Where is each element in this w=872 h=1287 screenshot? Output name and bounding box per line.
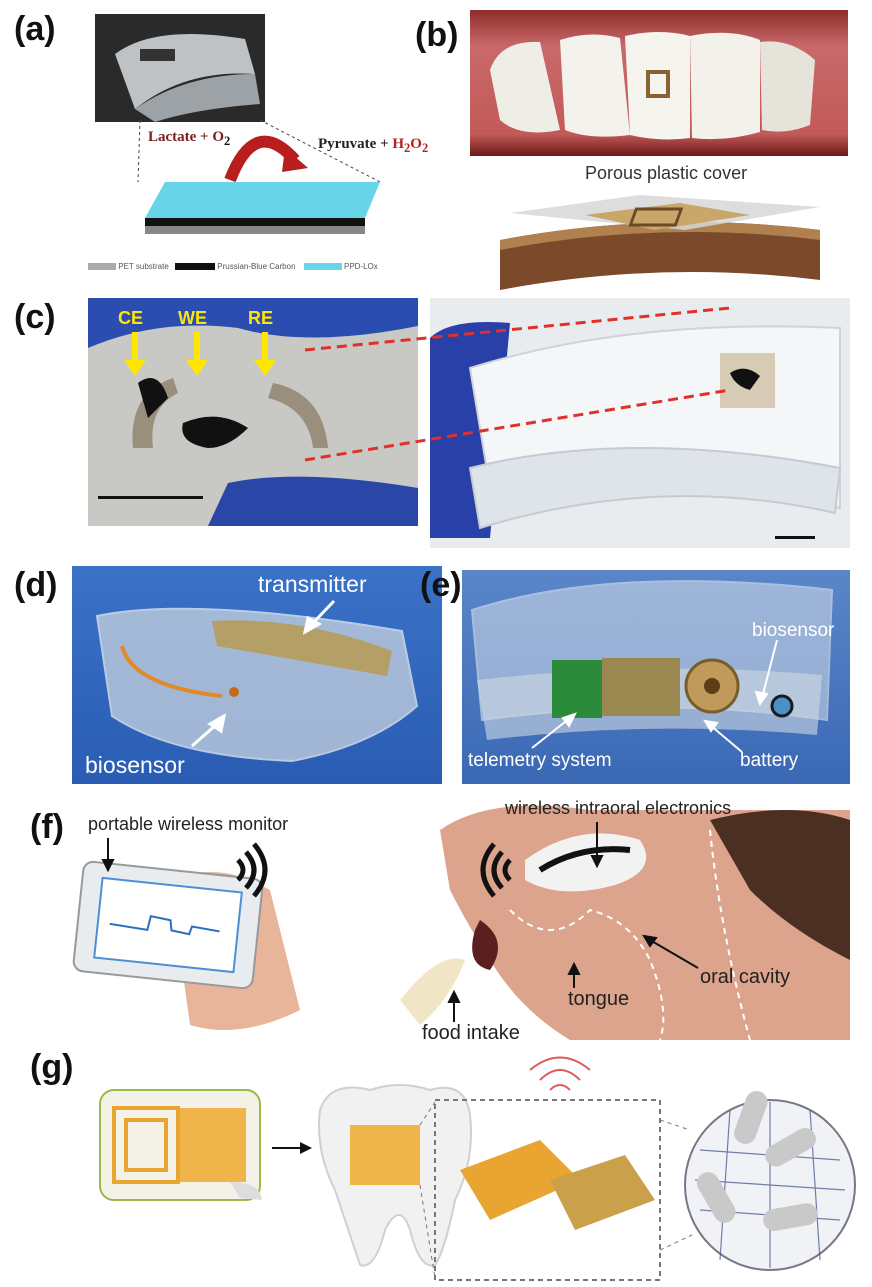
porous-cover-diagram: [500, 195, 820, 290]
porous-cover-label: Porous plastic cover: [585, 163, 748, 183]
telemetry-label: telemetry system: [468, 750, 612, 771]
panel-e-letter: (e): [420, 566, 462, 604]
electrode-arrows: [124, 332, 276, 376]
layer-legend: PET substrate Prussian-Blue Carbon PPD-L…: [88, 262, 378, 271]
mouthguard-illustration: [115, 34, 260, 122]
oral-cavity-label: oral cavity: [700, 966, 791, 988]
panel-g-letter: (g): [30, 1048, 74, 1086]
panel-a-letter: (a): [14, 10, 56, 48]
intraoral-electronics-label: wireless intraoral electronics: [505, 798, 732, 818]
portable-monitor-label: portable wireless monitor: [88, 814, 289, 834]
biosensor-label-e: biosensor: [752, 620, 835, 641]
electrode-we-label: WE: [178, 308, 207, 328]
panel-d-letter: (d): [14, 566, 58, 604]
monitoring-illustration: [72, 805, 850, 1040]
tongue-label: tongue: [568, 988, 630, 1010]
food-intake-label: food intake: [422, 1022, 520, 1044]
aligner-photo: [430, 298, 850, 548]
reaction-right-label: Pyruvate +: [318, 136, 393, 152]
mouthguard-photo: [95, 14, 265, 122]
electrode-photo: [88, 298, 418, 526]
panel-e-arrows: [531, 639, 778, 753]
o2-subscript-right: 2: [421, 141, 429, 155]
aligner-illustration: [430, 322, 842, 539]
panel-f-letter: (f): [30, 808, 64, 846]
electrode-illustration: [88, 298, 418, 526]
h-label: H: [392, 136, 405, 152]
legend-prussian: Prussian-Blue Carbon: [217, 262, 296, 271]
panel-b-letter: (b): [415, 16, 459, 54]
teeth-illustration: [490, 32, 815, 140]
biosensor-label-d: biosensor: [85, 752, 185, 778]
transmitter-illustration: [95, 607, 419, 763]
sensor-layer-diagram: [137, 120, 381, 234]
tooth-sensor-diagram: [99, 1056, 856, 1281]
transmitter-label: transmitter: [258, 571, 367, 597]
zoom-connector-lines: [304, 306, 731, 462]
battery-label: battery: [740, 750, 799, 771]
patch: [99, 1089, 262, 1201]
transmitter-photo: [72, 566, 442, 784]
reaction-right-text: Pyruvate + H2O2: [318, 136, 428, 156]
reaction-left-label: Lactate + O: [148, 129, 225, 145]
o2-subscript: 2: [224, 134, 231, 148]
panel-f-arrows: [101, 822, 699, 1022]
panel-d-arrows: [191, 599, 336, 748]
teeth-photo: [470, 10, 848, 156]
reaction-left-text: Lactate + O2: [148, 129, 230, 149]
h2-subscript: 2: [404, 141, 411, 155]
monitoring-photo: [70, 800, 850, 1040]
electrode-ce-label: CE: [118, 308, 144, 328]
electrode-re-label: RE: [248, 308, 274, 328]
o-label: O: [410, 136, 422, 152]
legend-ppd: PPD-LOx: [343, 262, 378, 271]
panel-c-letter: (c): [14, 298, 56, 336]
legend-pet: PET substrate: [118, 262, 169, 271]
